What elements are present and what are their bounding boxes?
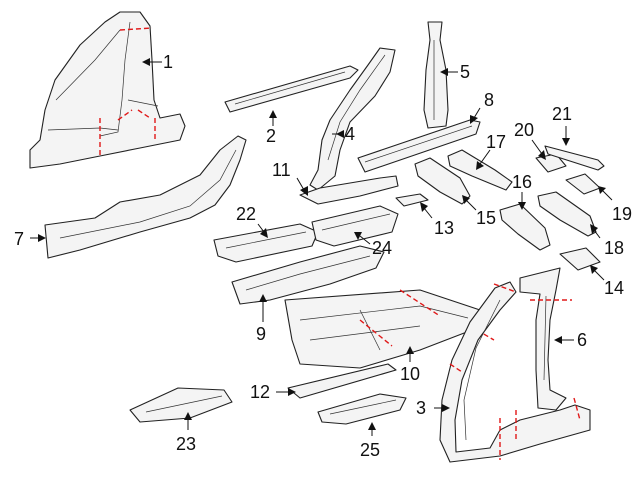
callout-numbers: 1 2 3 4 5 6 7 8 9 10 11 12 13 14 15 16 1…: [14, 52, 632, 460]
part-10-main-floor-pan: [284, 289, 495, 369]
callout-14: 14: [604, 278, 624, 298]
callout-7: 7: [14, 229, 24, 249]
leader-lines: [30, 58, 613, 436]
callout-22: 22: [236, 204, 256, 224]
part-16-floor-reinforcement: [499, 203, 551, 251]
callout-11: 11: [272, 160, 291, 180]
callout-15: 15: [476, 208, 496, 228]
callout-10: 10: [400, 364, 420, 384]
part-1-side-frame: [29, 11, 186, 169]
part-21-rear-strip: [544, 145, 605, 171]
part-3-6-side-frame: [439, 267, 591, 463]
part-19-plate: [565, 173, 601, 195]
part-22-floor-pan-left: [213, 223, 319, 263]
callout-20: 20: [514, 120, 534, 140]
part-23-rear-floor: [129, 387, 233, 423]
callout-25: 25: [360, 440, 380, 460]
callout-16: 16: [512, 172, 532, 192]
callout-21: 21: [552, 104, 572, 124]
callout-13: 13: [434, 218, 454, 238]
callout-3: 3: [416, 398, 426, 418]
callout-5: 5: [460, 62, 470, 82]
part-24-floor-pan-right: [311, 205, 399, 247]
callout-24: 24: [372, 238, 392, 258]
callout-18: 18: [604, 238, 624, 258]
part-17-rear-rail: [447, 149, 513, 191]
part-5-b-pillar: [423, 21, 449, 129]
part-13-bracket: [395, 193, 429, 207]
part-25-floor-bracket: [317, 393, 407, 425]
callout-19: 19: [612, 204, 632, 224]
callout-23: 23: [176, 434, 196, 454]
callout-12: 12: [250, 382, 270, 402]
part-18-rear-floor-rail: [537, 191, 597, 237]
callout-4: 4: [345, 124, 355, 144]
part-12-side-strip: [287, 363, 397, 399]
part-9-front-floor: [231, 245, 385, 305]
callout-2: 2: [266, 126, 276, 146]
callout-8: 8: [484, 90, 494, 110]
callout-1: 1: [163, 52, 173, 72]
part-11-crossmember: [299, 175, 399, 205]
part-2-roof-rail: [224, 65, 359, 113]
part-7-rocker-panel: [44, 135, 247, 259]
part-8-inner-sill: [357, 119, 481, 173]
callout-9: 9: [256, 324, 266, 344]
callout-17: 17: [486, 132, 506, 152]
callout-6: 6: [577, 330, 587, 350]
part-14-bracket: [559, 247, 601, 271]
